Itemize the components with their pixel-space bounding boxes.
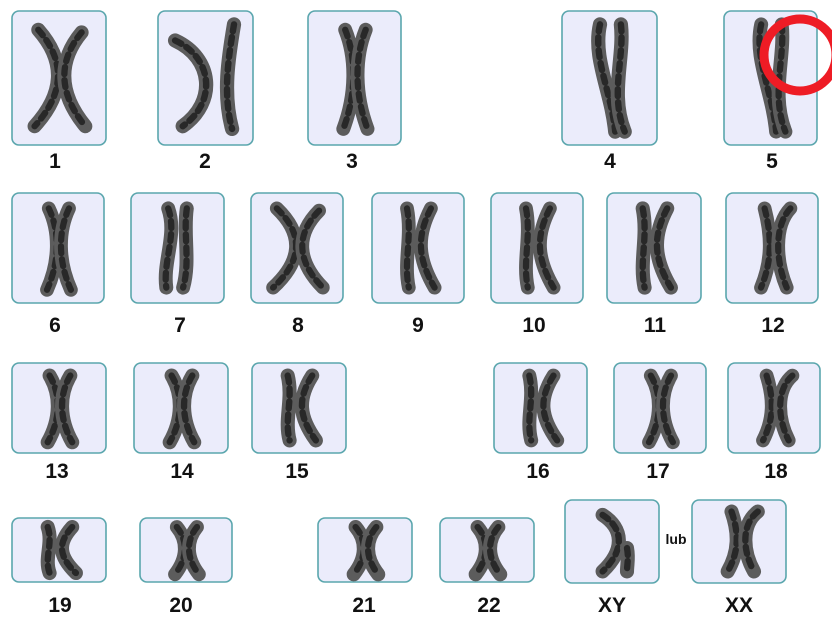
- chromatid-band: [536, 205, 557, 291]
- chromosome-pair-label: 1: [49, 150, 61, 173]
- chromosome-pair-card: 12: [725, 192, 819, 337]
- chromosome-pair-card: 22: [439, 517, 535, 617]
- chromosome-pair-card: 21: [317, 517, 413, 617]
- chromosome-pair-card: 13: [11, 362, 107, 483]
- chromatid-band: [58, 372, 76, 446]
- chromosome-pair-label: 11: [644, 314, 667, 337]
- chromatid-band: [171, 37, 210, 130]
- chromatid-band: [522, 205, 531, 291]
- chromosome-pair-card: 16: [493, 362, 588, 483]
- chromosome-pair-label: 16: [526, 460, 549, 483]
- chromatid-band: [639, 205, 648, 291]
- chromosome-pair-card: 9: [371, 192, 465, 337]
- chromosome-pair-label: XX: [725, 594, 753, 617]
- chromatid-band: [614, 21, 628, 135]
- chromatid-band: [417, 205, 438, 291]
- chromosome-pair-label: 2: [199, 150, 211, 173]
- chromatid-band: [659, 372, 677, 446]
- chromosome-pair-label: 12: [761, 314, 784, 337]
- chromosome-pair-label: 19: [48, 594, 71, 617]
- chromosome-pair-card: 14: [133, 362, 229, 483]
- chromosome-pair-label: 15: [285, 460, 309, 483]
- chromatid-band: [284, 372, 293, 444]
- or-label: lub: [666, 531, 687, 547]
- chromatid-band: [298, 372, 320, 444]
- chromosome-pair-card: 20: [139, 517, 233, 617]
- chromatid-band: [653, 205, 675, 291]
- chromosome-pair-label: 14: [170, 460, 194, 483]
- chromatid-band: [403, 205, 412, 291]
- chromatid-band: [44, 523, 53, 577]
- chromatid-band: [57, 205, 75, 293]
- chromosome-pair-card: XY: [564, 499, 660, 617]
- chromosome-pair-label: 18: [764, 460, 788, 483]
- chromosome-pair-label: 5: [766, 150, 778, 173]
- chromosome-pair-card: 15: [251, 362, 347, 483]
- chromosome-pair-card: 19: [11, 517, 107, 617]
- chromatid-band: [724, 508, 740, 575]
- chromatid-band: [623, 544, 632, 575]
- chromatid-band: [162, 205, 175, 291]
- chromosome-pair-card: 8: [250, 192, 344, 337]
- chromosome-pair-label: 10: [522, 314, 545, 337]
- chromatid-band: [526, 372, 535, 444]
- chromatid-band: [599, 511, 622, 575]
- chromatid-band: [775, 21, 789, 135]
- chromosome-pair-card: 1: [11, 10, 107, 173]
- chromosome-pair-label: 13: [45, 460, 68, 483]
- chromosome-pair-card: XX: [691, 499, 787, 617]
- chromosome-pair-label: 9: [412, 314, 424, 337]
- chromatid-band: [58, 523, 80, 577]
- chromosome-pair-label: 17: [646, 460, 669, 483]
- chromosome-pair-label: 8: [292, 314, 304, 337]
- chromosome-pair-label: 3: [346, 150, 358, 173]
- chromosome-pair-label: 6: [49, 314, 61, 337]
- chromosome-pair-card: 18: [727, 362, 821, 483]
- chromatid-band: [742, 508, 761, 575]
- chromosome-pair-card: 11: [606, 192, 702, 337]
- highlight-circle: [759, 14, 832, 96]
- chromatid-band: [757, 205, 773, 291]
- chromatid-band: [61, 29, 89, 130]
- chromosome-pair-label: 22: [477, 594, 500, 617]
- chromosome-pair-card: 6: [11, 192, 105, 337]
- chromosome-pair-card: 2: [157, 10, 254, 173]
- chromosome-pair-label: XY: [598, 594, 626, 617]
- chromosome-pair-card: 17: [613, 362, 707, 483]
- chromatid-band: [775, 205, 794, 291]
- chromatid-band: [354, 26, 371, 133]
- chromosome-pair-label: 4: [604, 150, 616, 173]
- chromosome-pair-card: 10: [490, 192, 584, 337]
- chromatid-band: [180, 372, 198, 446]
- chromosome-pair-label: 20: [169, 594, 192, 617]
- chromosome-pair-label: 21: [352, 594, 376, 617]
- chromosome-pair-label: 7: [174, 314, 186, 337]
- chromatid-band: [540, 372, 561, 444]
- chromatid-band: [179, 205, 190, 291]
- chromatid-band: [486, 523, 504, 578]
- chromatid-band: [759, 372, 775, 444]
- chromatid-band: [777, 372, 796, 444]
- chromatid-band: [364, 523, 382, 578]
- chromatid-band: [185, 523, 203, 578]
- chromosome-pair-card: 7: [130, 192, 225, 337]
- chromatid-band: [223, 21, 238, 133]
- chromosome-card-frame: [130, 192, 225, 304]
- chromosome-pair-card: 4: [561, 10, 658, 173]
- chromosome-pair-card: 3: [307, 10, 402, 173]
- chromatid-band: [299, 207, 326, 291]
